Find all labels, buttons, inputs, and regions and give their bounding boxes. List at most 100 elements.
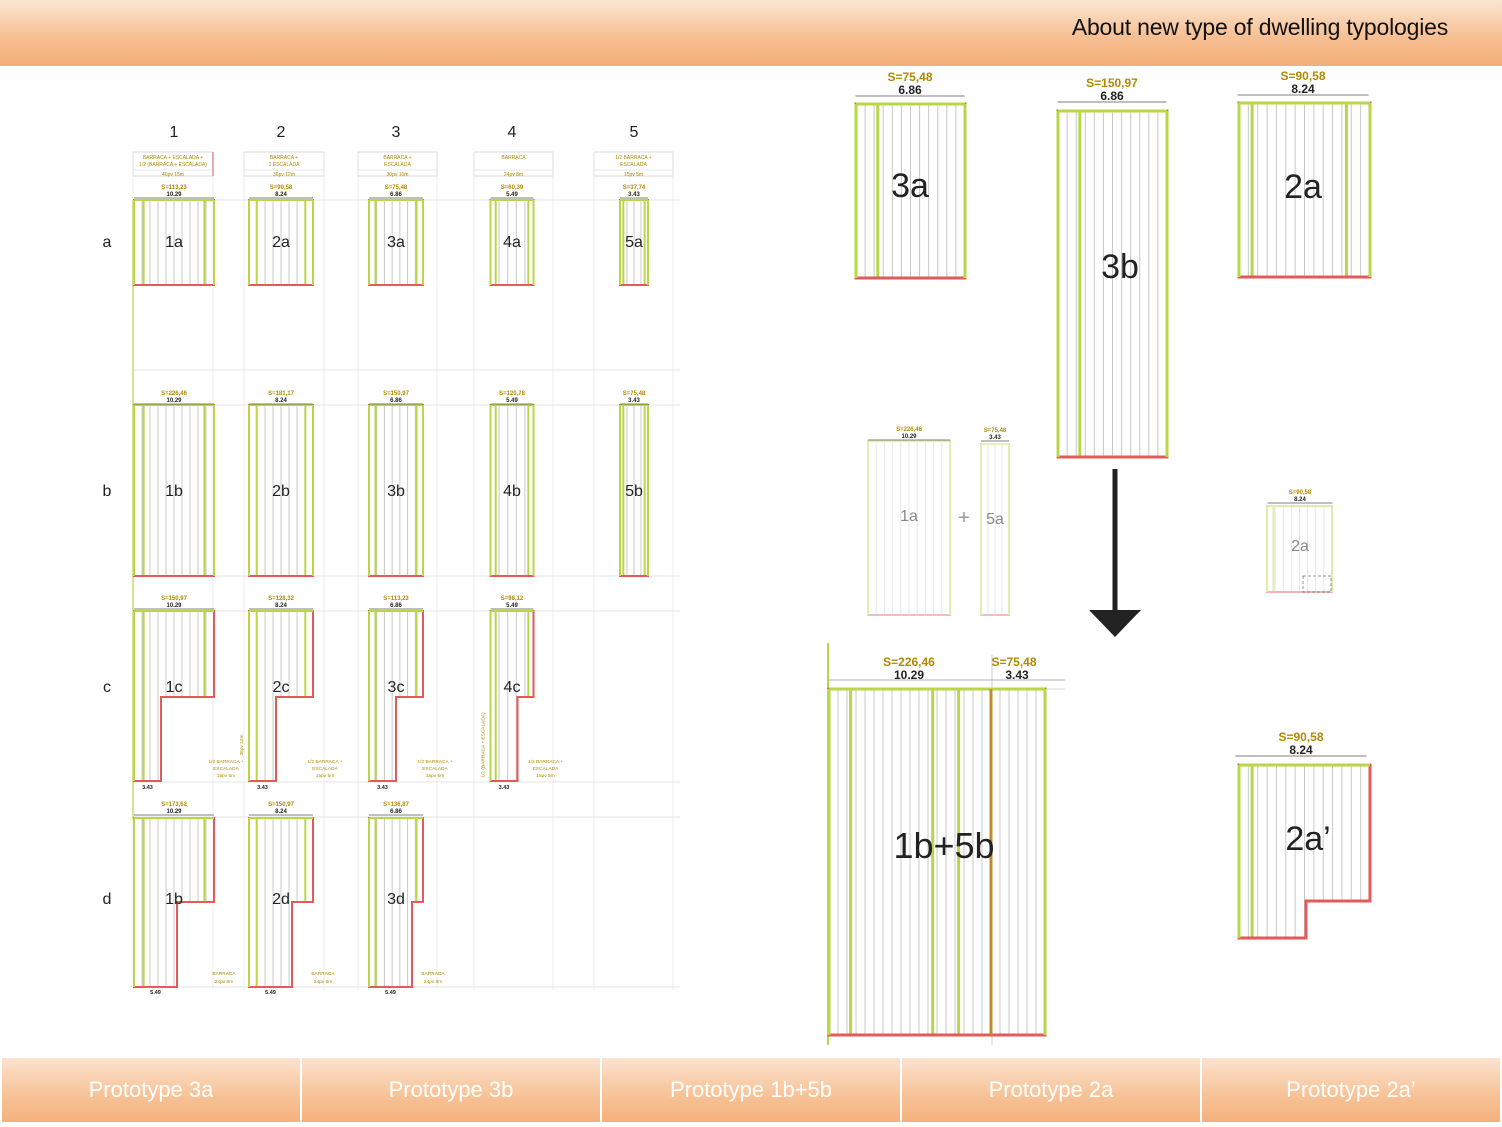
area-label: S=150,97	[383, 391, 410, 397]
unit-outline	[1266, 505, 1333, 593]
unit-label: 1b	[165, 891, 183, 908]
unit-note: 1/2 BARRACA +	[208, 759, 243, 765]
width-dimension: 8.24	[1294, 497, 1306, 503]
width-dimension: 10.29	[166, 192, 182, 198]
width-dimension: 3.43	[1005, 668, 1029, 682]
area-label: S=226,46	[883, 655, 935, 669]
width-dimension: 3.43	[628, 398, 640, 404]
side-note: 1/2 (BARRACA + ESCALADA)	[481, 712, 487, 778]
tab-prototype-2a[interactable]: Prototype 2a	[902, 1058, 1202, 1122]
tab-prototype-3a[interactable]: Prototype 3a	[2, 1058, 302, 1122]
prototype-label: 3b	[1101, 248, 1139, 286]
width-dimension: 10.29	[901, 434, 917, 440]
plus-sign: +	[958, 507, 970, 529]
unit-note: 1/2 BARRACA +	[417, 759, 452, 765]
type-header-line: BARRACA +	[270, 155, 298, 161]
prototype-tab-bar: Prototype 3a Prototype 3b Prototype 1b+5…	[2, 1058, 1500, 1122]
bottom-dimension: 3.43	[257, 785, 268, 791]
unit-note: BARRACA	[212, 971, 236, 977]
width-dimension: 5.49	[506, 398, 518, 404]
unit-label: 2b	[272, 483, 290, 500]
area-label: S=226,46	[896, 427, 923, 433]
unit-note: 15pv 5m	[316, 773, 334, 779]
unit-note: BARRACA	[311, 971, 335, 977]
width-dimension: 6.86	[1100, 89, 1124, 103]
area-label: S=90,58	[1278, 730, 1323, 744]
unit-note: 24pv 8m	[215, 979, 233, 985]
page-title: About new type of dwelling typologies	[1071, 14, 1448, 40]
area-label: S=120,78	[499, 391, 526, 397]
width-dimension: 3.43	[628, 192, 640, 198]
header-banner: About new type of dwelling typologies	[0, 0, 1502, 66]
unit-label: 2d	[272, 891, 290, 908]
prototype-label: 1b+5b	[893, 825, 994, 866]
type-header-line: ESCALADA	[620, 162, 647, 168]
bottom-dimension: 3.43	[499, 785, 510, 791]
row-letter: d	[103, 891, 112, 908]
type-header-line: 40pv 15m	[162, 172, 184, 178]
area-label: S=90,58	[1280, 69, 1325, 83]
prototype-label: 1a	[900, 508, 918, 525]
row-letter: b	[103, 483, 112, 500]
unit-4b	[489, 404, 535, 577]
width-dimension: 8.24	[275, 192, 287, 198]
faded-unit-2a	[1266, 505, 1333, 593]
prototype-2a-prime	[1237, 763, 1372, 940]
unit-3c	[368, 610, 424, 782]
unit-label: 3c	[388, 679, 405, 696]
unit-5b	[619, 404, 649, 577]
area-label: S=75,48	[887, 70, 932, 84]
area-label: S=150,97	[161, 596, 188, 602]
unit-1a	[133, 199, 215, 286]
prototype-label: 3a	[891, 167, 929, 205]
tab-prototype-2a-prime[interactable]: Prototype 2a’	[1286, 1077, 1416, 1102]
unit-1b	[133, 817, 215, 988]
unit-note: ESCALADA	[533, 766, 559, 772]
type-header-line: 2 ESCALADA	[269, 162, 301, 168]
faded-unit-5a	[980, 443, 1010, 616]
prototype-label: 2a	[1284, 168, 1322, 206]
type-header-line: 1/2 BARRACA +	[615, 155, 652, 161]
unit-label: 4a	[503, 234, 521, 251]
width-dimension: 8.24	[275, 398, 287, 404]
width-dimension: 10.29	[166, 809, 182, 815]
unit-label: 1c	[166, 679, 183, 696]
unit-2d	[248, 817, 314, 988]
tab-prototype-3b[interactable]: Prototype 3b	[302, 1058, 602, 1122]
prototype-3b	[1056, 109, 1169, 459]
prototype-3a	[854, 102, 967, 280]
width-dimension: 6.86	[390, 603, 402, 609]
area-label: S=75,48	[984, 428, 1007, 434]
unit-label: 2c	[273, 679, 290, 696]
faded-unit-1a	[867, 440, 951, 616]
area-label: S=90,58	[270, 185, 293, 191]
unit-note: 24pv 8m	[424, 979, 442, 985]
unit-5a	[619, 199, 649, 286]
width-dimension: 6.86	[390, 809, 402, 815]
type-header-line: 36pv 12m	[273, 172, 295, 178]
bottom-dimension: 3.43	[142, 785, 153, 791]
width-dimension: 6.86	[898, 83, 922, 97]
area-label: S=98,12	[501, 596, 524, 602]
type-header-line: 24pv 8m	[504, 172, 523, 178]
unit-2c	[248, 610, 314, 782]
bottom-dimension: 5.49	[385, 990, 396, 996]
unit-note: 1/2 BARRACA +	[528, 759, 563, 765]
unit-outline	[980, 443, 1010, 616]
unit-1b	[133, 404, 215, 577]
prototype-label: 2a	[1291, 538, 1309, 555]
area-label: S=113,23	[383, 596, 409, 602]
column-number: 3	[392, 124, 401, 141]
column-number: 4	[508, 124, 517, 141]
unit-label: 1b	[165, 483, 183, 500]
unit-3b	[368, 404, 424, 577]
unit-label: 5b	[625, 483, 643, 500]
unit-3a	[368, 199, 424, 286]
unit-4a	[489, 199, 535, 286]
column-number: 2	[277, 124, 286, 141]
unit-3d	[368, 817, 424, 988]
area-label: S=150,97	[268, 802, 295, 808]
unit-note: BARRACA	[421, 971, 445, 977]
tab-prototype-1b-5b[interactable]: Prototype 1b+5b	[602, 1058, 902, 1122]
